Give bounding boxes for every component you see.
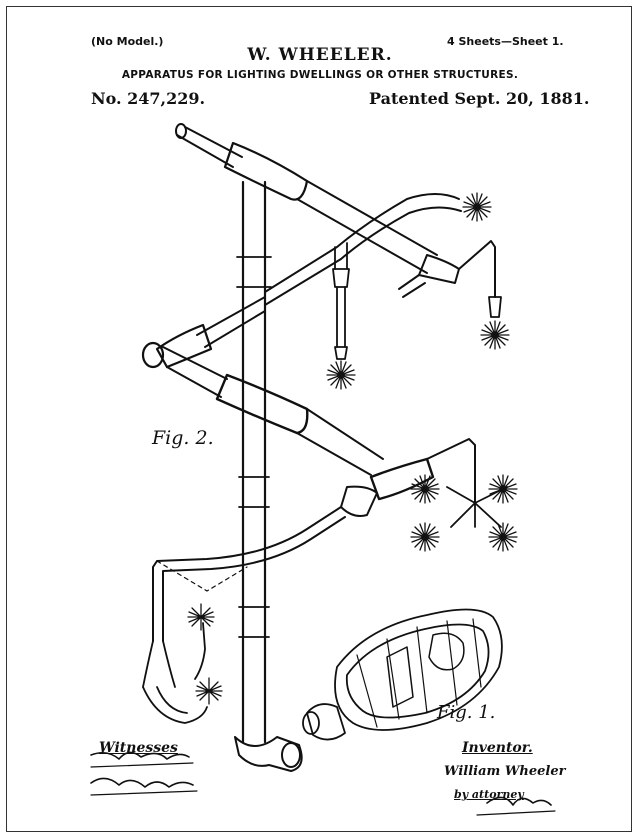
fig2-label: Fig. 2. [152, 427, 214, 449]
middle-arm [141, 296, 384, 476]
burner-flames [187, 192, 518, 705]
pendant-left [332, 242, 350, 360]
witnesses-label: Witnesses [99, 740, 178, 756]
upper-curve-pipe [264, 193, 462, 306]
fig1-label: Fig. 1. [437, 702, 496, 723]
model-note: (No Model.) [91, 35, 164, 48]
vertical-standpipe [234, 180, 303, 772]
signature-marks [90, 751, 556, 816]
patent-drawing [90, 123, 556, 816]
inventor-heading: W. WHEELER. [247, 45, 393, 65]
lower-arm [340, 438, 508, 528]
upper-arm [175, 123, 502, 318]
fig1-detail [302, 608, 503, 741]
sheet-note: 4 Sheets—Sheet 1. [447, 35, 564, 48]
patent-number: No. 247,229. [91, 89, 206, 108]
inventor-label: Inventor. [462, 740, 533, 756]
inventor-signature: William Wheeler [444, 764, 566, 779]
lower-left-pipe [142, 506, 346, 724]
patent-sheet: (No Model.) 4 Sheets—Sheet 1. W. WHEELER… [6, 6, 632, 832]
attorney-label: by attorney [454, 788, 524, 801]
patent-title: APPARATUS FOR LIGHTING DWELLINGS OR OTHE… [121, 69, 519, 81]
patent-date: Patented Sept. 20, 1881. [369, 89, 590, 108]
